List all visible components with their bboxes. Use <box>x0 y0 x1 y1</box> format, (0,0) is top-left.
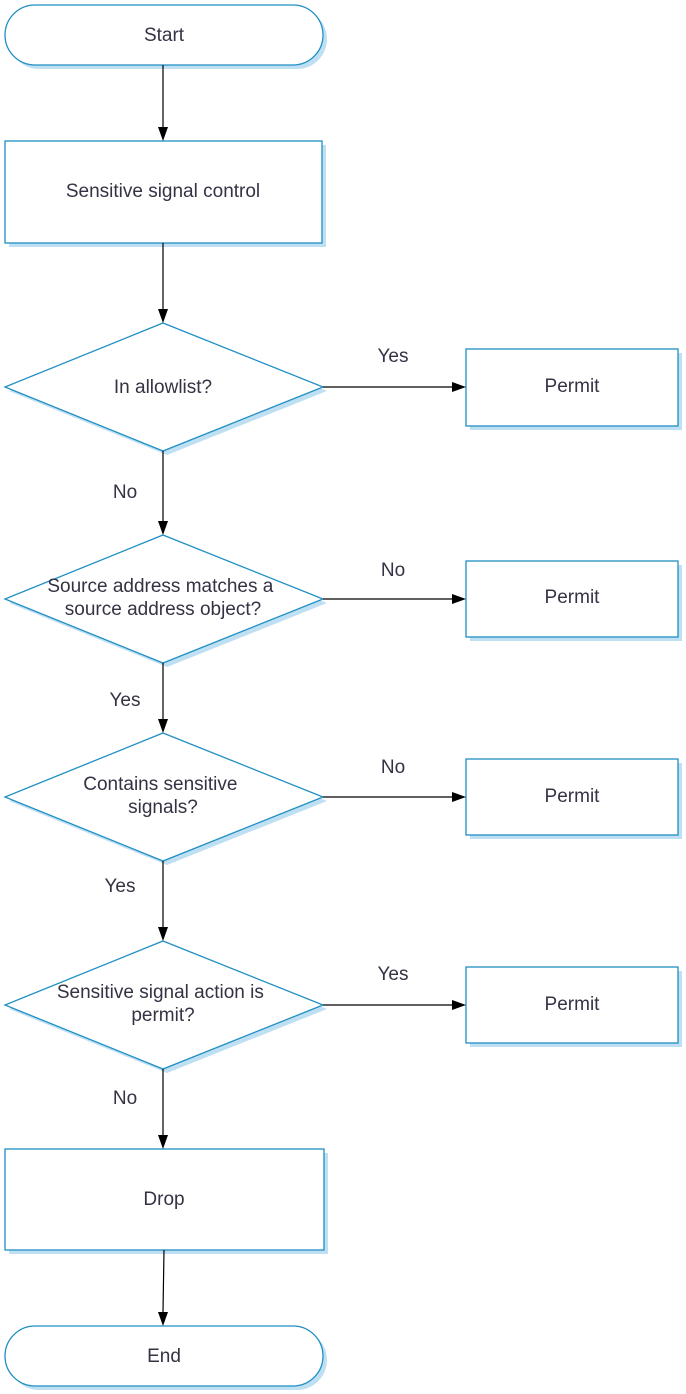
edge-label-contains-no: No <box>381 757 405 778</box>
decision-contains-line-1: Contains sensitive <box>83 774 237 795</box>
decision-allowlist-label: In allowlist? <box>114 377 212 398</box>
decision-in-allowlist: In allowlist? <box>3 322 327 455</box>
arrowhead <box>158 127 168 141</box>
edge-label-source-no: No <box>381 560 405 581</box>
permit-box-4: Permit <box>465 966 682 1047</box>
start-label: Start <box>144 25 185 46</box>
decision-allowlist-line-1: In allowlist? <box>114 377 212 398</box>
process-sensitive-signal-control: Sensitive signal control <box>4 140 326 247</box>
decision-source-line-2: source address object? <box>65 599 261 620</box>
edge-contains-yes <box>158 861 168 941</box>
edge-allowlist-yes <box>323 382 466 392</box>
drop-label: Drop <box>143 1189 184 1210</box>
permit-box-2: Permit <box>465 560 682 641</box>
decision-action-line-1: Sensitive signal action is <box>57 982 264 1003</box>
arrowhead <box>158 521 168 535</box>
end-label: End <box>147 1346 181 1367</box>
decision-action-line-2: permit? <box>131 1005 194 1026</box>
arrowhead <box>452 1000 466 1010</box>
arrowhead <box>158 1312 168 1326</box>
edge-label-allowlist-no: No <box>113 482 137 503</box>
arrowhead <box>158 309 168 323</box>
edge-label-source-yes: Yes <box>110 690 141 711</box>
decision-source-address: Source address matches a source address … <box>3 534 327 667</box>
decision-action-label: Sensitive signal action is permit? <box>57 982 269 1026</box>
edge-contains-no <box>323 792 466 802</box>
edge-source-no <box>323 594 466 604</box>
edge-drop-to-end <box>158 1249 168 1326</box>
permit-label-3: Permit <box>545 786 601 807</box>
arrowhead <box>158 927 168 941</box>
edge-source-yes <box>158 663 168 733</box>
arrowhead <box>158 719 168 733</box>
decision-contains-sensitive: Contains sensitive signals? <box>3 732 327 865</box>
permit-label-4: Permit <box>545 994 601 1015</box>
edge-start-to-process <box>158 65 168 141</box>
edge-label-action-no: No <box>113 1088 137 1109</box>
start-node: Start <box>4 4 327 69</box>
edge-label-allowlist-yes: Yes <box>378 346 409 367</box>
edge-allowlist-no <box>158 451 168 535</box>
permit-label-2: Permit <box>545 587 601 608</box>
permit-label-1: Permit <box>545 376 601 397</box>
drop-box: Drop <box>4 1148 328 1254</box>
arrowhead <box>452 382 466 392</box>
permit-box-1: Permit <box>465 348 682 430</box>
decision-action-permit: Sensitive signal action is permit? <box>3 940 327 1073</box>
arrowhead <box>158 1135 168 1149</box>
edge-action-no <box>158 1069 168 1149</box>
permit-box-3: Permit <box>465 758 682 839</box>
decision-contains-line-2: signals? <box>128 797 198 818</box>
decision-contains-label: Contains sensitive signals? <box>83 774 242 818</box>
edge-action-yes <box>323 1000 466 1010</box>
edge-process-to-allowlist <box>158 243 168 323</box>
process-label: Sensitive signal control <box>66 181 260 202</box>
arrowhead <box>452 792 466 802</box>
edge-label-action-yes: Yes <box>378 964 409 985</box>
decision-source-line-1: Source address matches a <box>47 576 273 597</box>
arrowhead <box>452 594 466 604</box>
decision-source-label: Source address matches a source address … <box>47 576 278 620</box>
end-node: End <box>4 1325 327 1390</box>
edge-label-contains-yes: Yes <box>105 876 136 897</box>
